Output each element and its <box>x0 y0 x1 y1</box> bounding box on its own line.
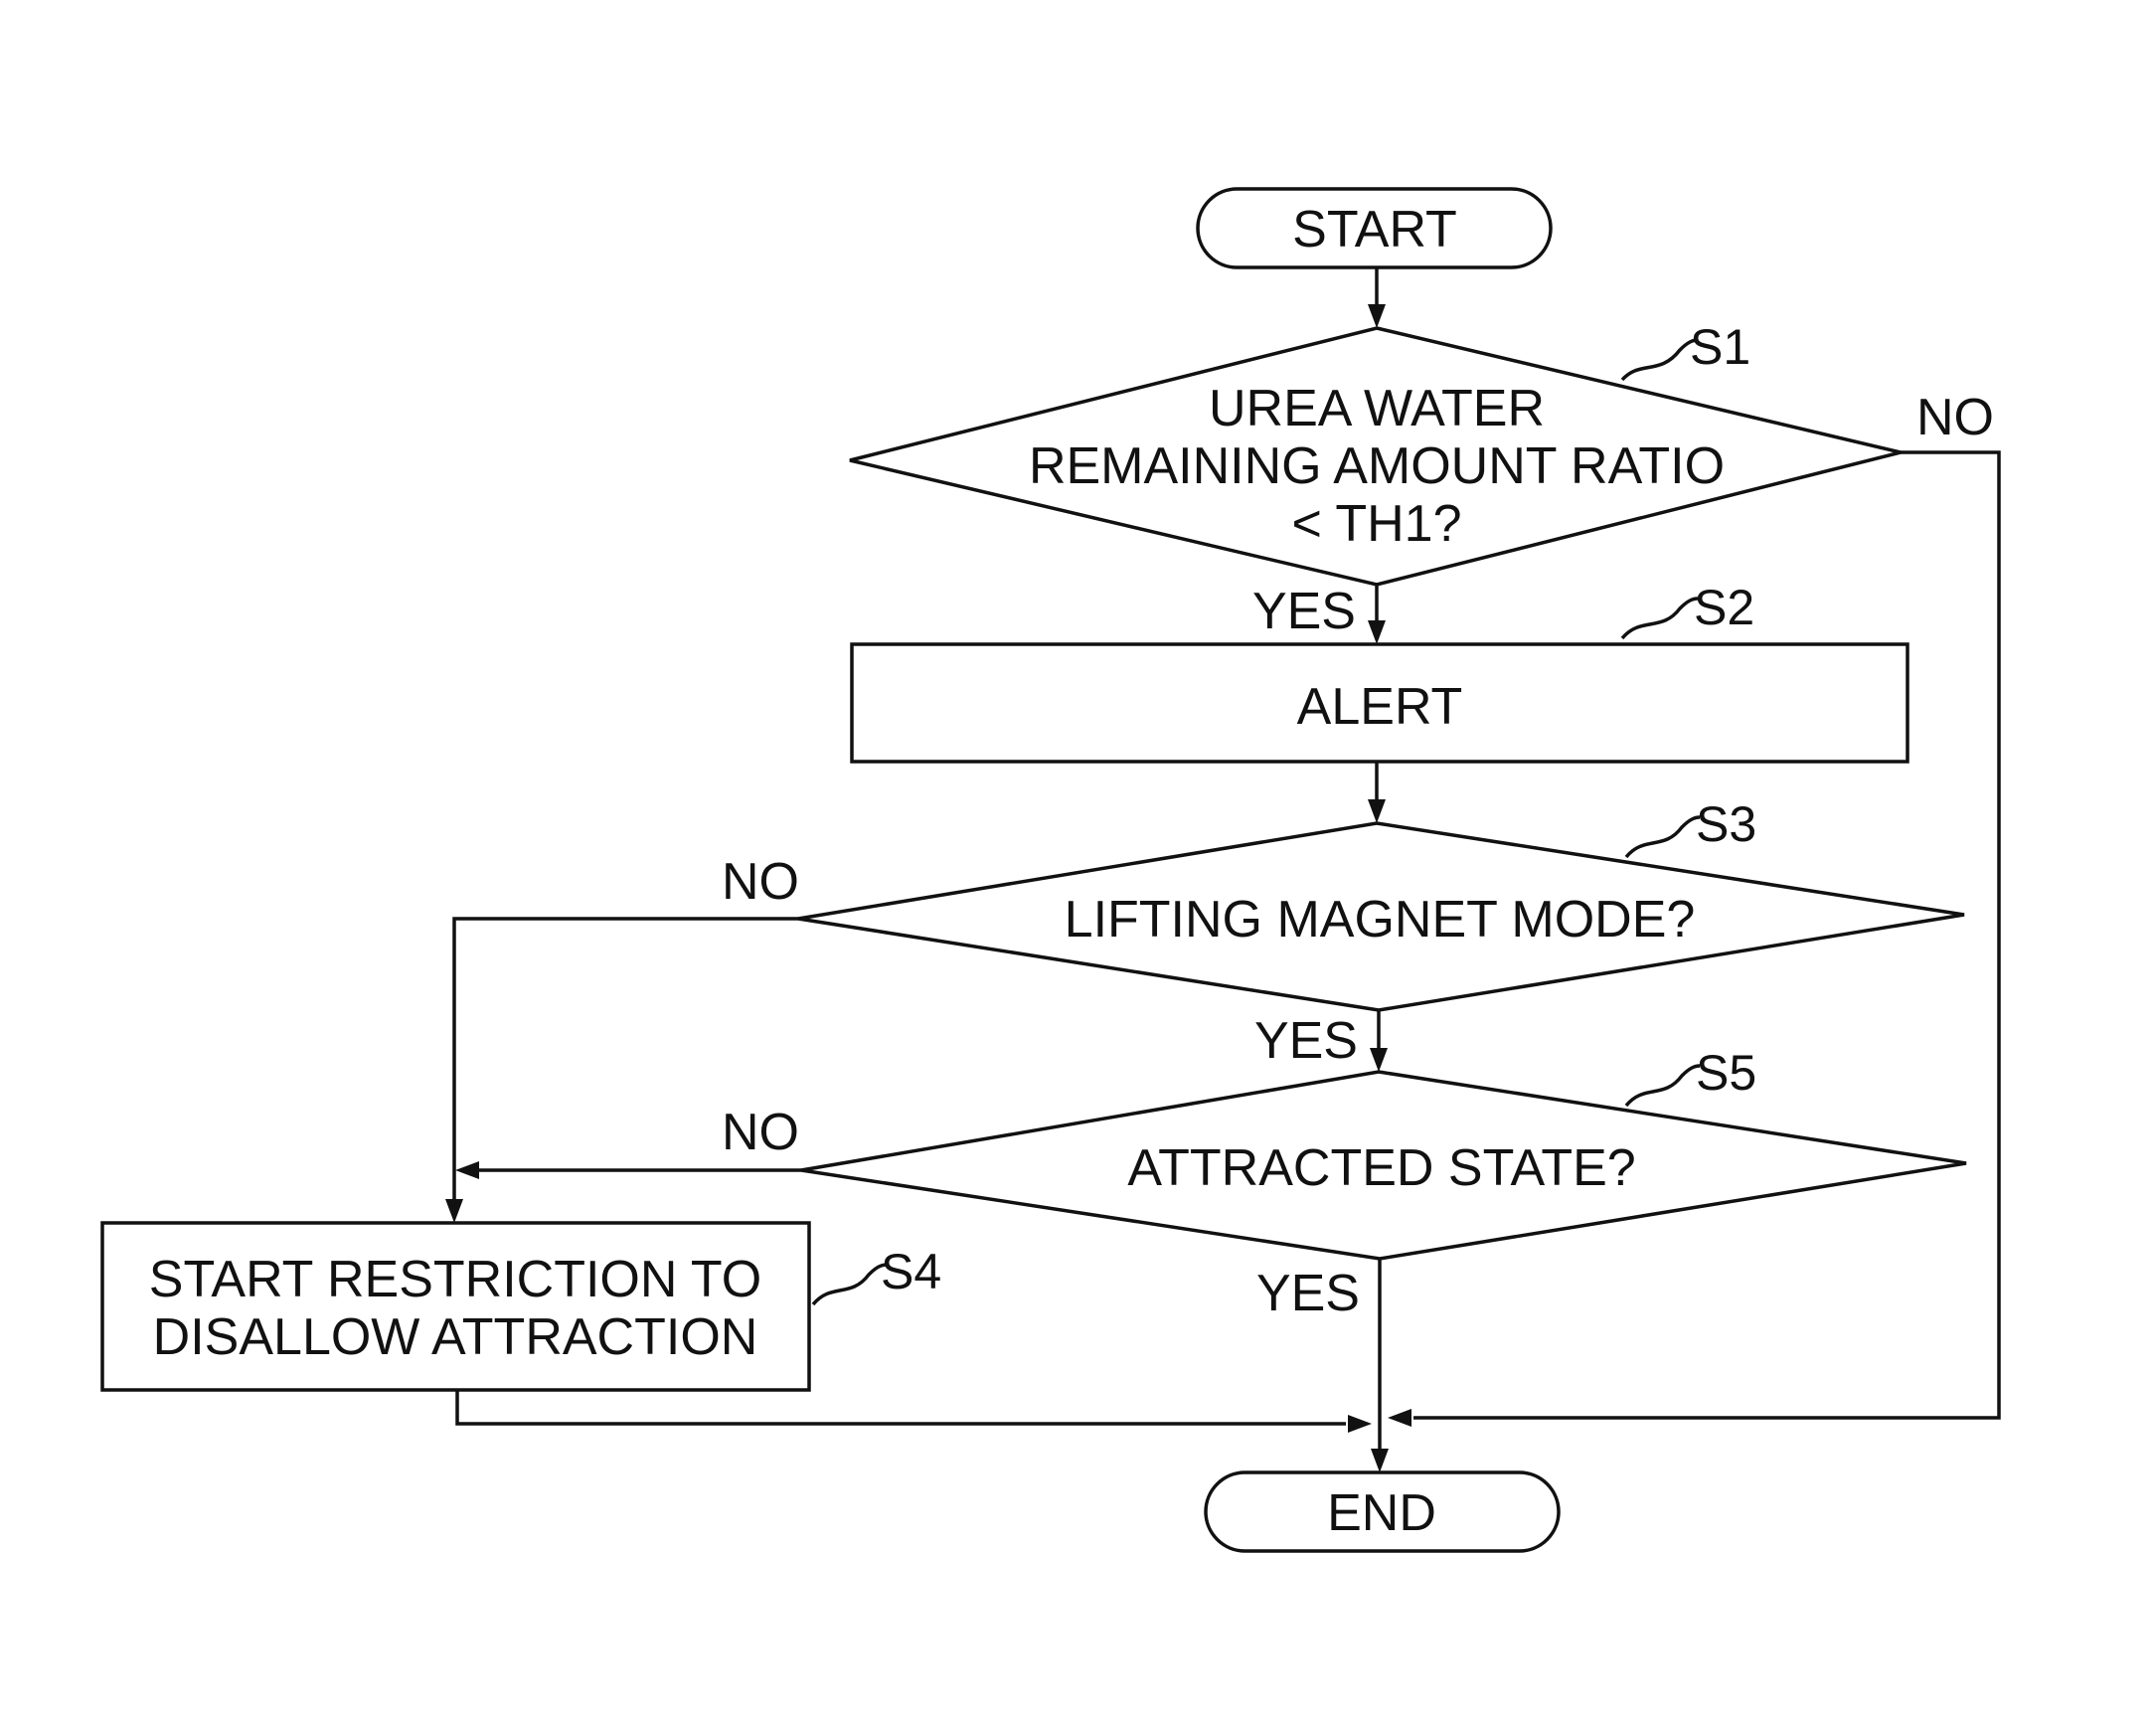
s4-leader <box>813 1265 887 1304</box>
arrowhead <box>1388 1409 1411 1427</box>
arrowhead <box>455 1161 479 1179</box>
arrowhead <box>1368 620 1386 644</box>
start-label: START <box>1292 201 1457 259</box>
s1-line-2: REMAINING AMOUNT RATIO <box>1029 437 1725 495</box>
arrowhead <box>1370 1048 1388 1072</box>
s3-yes-label: YES <box>1254 1012 1358 1070</box>
s1-step-label: S1 <box>1690 319 1750 375</box>
s3-step-label: S3 <box>1696 796 1756 852</box>
s5-yes-label: YES <box>1256 1265 1360 1322</box>
s5-no-label: NO <box>722 1104 799 1161</box>
s1-yes-label: YES <box>1252 583 1356 640</box>
s1-line-1: UREA WATER <box>1209 380 1545 437</box>
s4-line-1: START RESTRICTION TO <box>149 1251 761 1308</box>
s4-line-2: DISALLOW ATTRACTION <box>153 1308 758 1366</box>
arrowhead <box>1348 1415 1372 1433</box>
s5-label: ATTRACTED STATE? <box>1127 1139 1635 1197</box>
s4-step-label: S4 <box>881 1244 941 1299</box>
arrowhead <box>445 1199 463 1223</box>
s3-leader <box>1626 817 1700 857</box>
s5-step-label: S5 <box>1696 1045 1756 1101</box>
s3-label: LIFTING MAGNET MODE? <box>1065 891 1696 948</box>
edge-s4-end <box>457 1390 1346 1424</box>
s5-leader <box>1626 1066 1700 1106</box>
s1-no-label: NO <box>1916 389 1994 446</box>
s2-leader <box>1622 599 1698 638</box>
s2-label: ALERT <box>1297 678 1463 736</box>
arrowhead <box>1368 304 1386 328</box>
s1-line-3: < TH1? <box>1291 495 1461 553</box>
s3-no-label: NO <box>722 853 799 911</box>
s2-step-label: S2 <box>1694 580 1754 635</box>
arrowhead <box>1371 1449 1389 1472</box>
s1-leader <box>1622 340 1698 380</box>
arrowhead <box>1368 799 1386 823</box>
end-label: END <box>1327 1484 1436 1542</box>
